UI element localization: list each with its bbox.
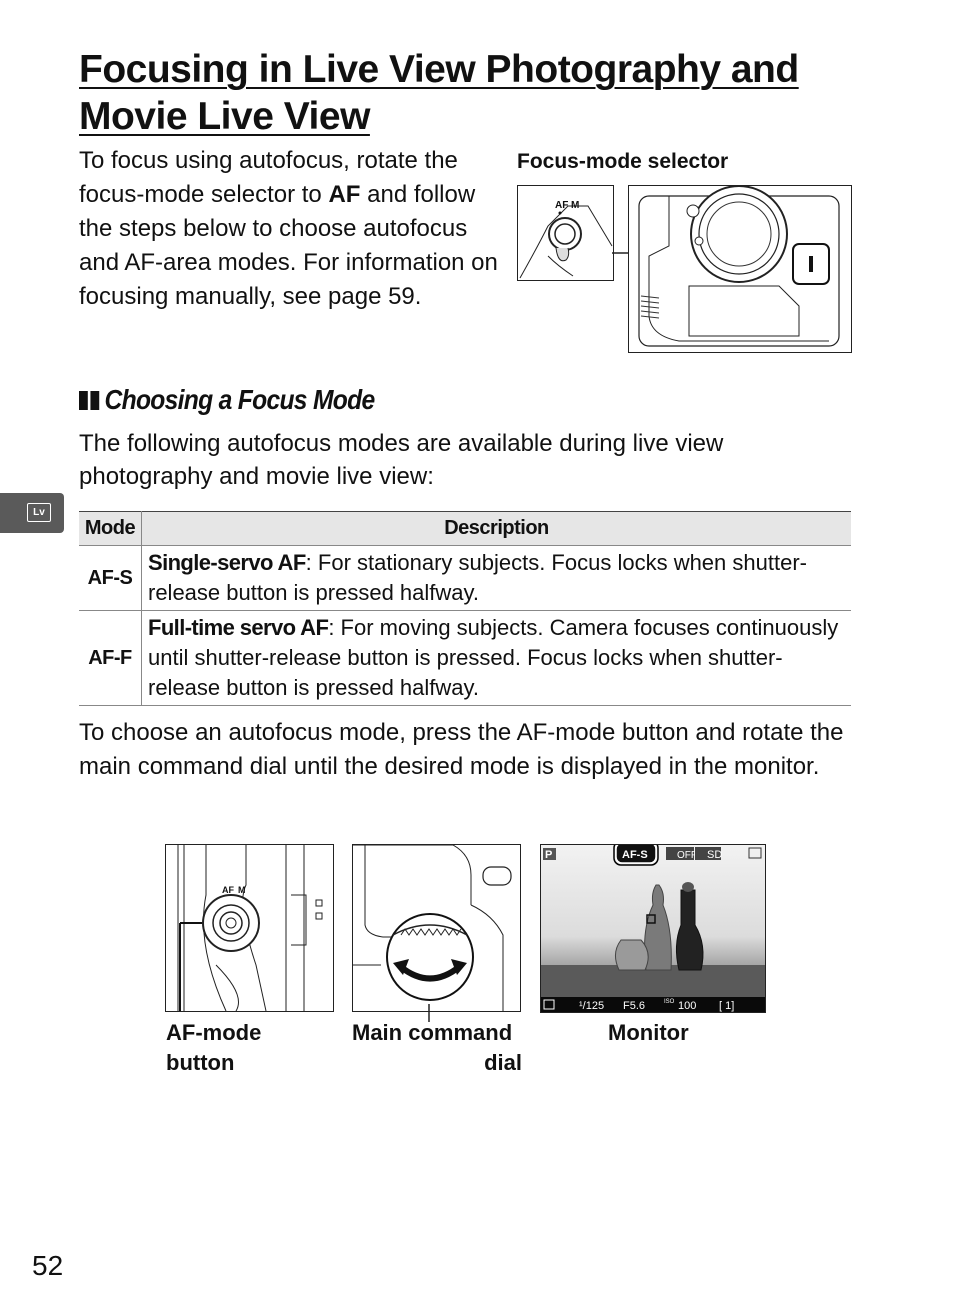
main-command-dial-illustration <box>352 844 521 1012</box>
live-view-icon: Lv <box>27 503 51 522</box>
focus-selector-closeup-illustration: AF M <box>517 185 614 281</box>
instruction-paragraph: To choose an autofocus mode, press the A… <box>79 719 844 780</box>
column-header-description: Description <box>141 511 851 546</box>
svg-text:AF-S: AF-S <box>622 849 648 861</box>
page-number: 52 <box>32 1250 64 1281</box>
af-mode-button-illustration: AF M <box>165 844 334 1012</box>
section-heading: Choosing a Focus Mode <box>79 384 375 416</box>
svg-text:[ 1]: [ 1] <box>719 1000 734 1012</box>
focus-mode-table: Mode Description AF-S Single-servo AF: F… <box>79 511 851 706</box>
monitor-caption: Monitor <box>608 1020 689 1045</box>
heading-square-icon <box>90 391 100 410</box>
dial-leader-line <box>428 1004 430 1022</box>
svg-text:AF: AF <box>555 200 568 211</box>
mode-cell: AF-F <box>79 610 142 706</box>
svg-text:M: M <box>571 200 579 211</box>
column-header-mode: Mode <box>79 511 142 546</box>
table-header-row: Mode Description <box>79 511 851 546</box>
svg-text:OFF: OFF <box>677 850 697 861</box>
page-title: Focusing in Live View Photography and Mo… <box>79 48 799 138</box>
svg-text:AF: AF <box>222 885 234 895</box>
focus-mode-selector-caption: Focus-mode selector <box>517 150 729 173</box>
intro-paragraph: To focus using autofocus, rotate the foc… <box>79 147 498 310</box>
table-row: AF-F Full-time servo AF: For moving subj… <box>79 610 851 706</box>
svg-text:100: 100 <box>678 1000 696 1012</box>
svg-text:¹/125: ¹/125 <box>579 1000 604 1012</box>
camera-front-illustration <box>628 185 852 353</box>
section-paragraph: The following autofocus modes are availa… <box>79 430 724 490</box>
heading-square-icon <box>79 391 88 410</box>
description-cell: Full-time servo AF: For moving subjects.… <box>141 610 851 706</box>
monitor-display: P AF-S OFF SD ¹/125 F5.6 ISO 100 [ 1] <box>540 844 766 1013</box>
svg-text:M: M <box>238 885 246 895</box>
svg-text:SD: SD <box>707 849 722 861</box>
af-term: AF <box>328 181 361 208</box>
mode-cell: AF-S <box>79 545 142 611</box>
svg-text:F5.6: F5.6 <box>623 1000 645 1012</box>
svg-text:P: P <box>545 849 552 861</box>
table-row: AF-S Single-servo AF: For stationary sub… <box>79 545 851 611</box>
live-view-tab-marker: Lv <box>0 493 64 533</box>
svg-text:ISO: ISO <box>664 999 675 1005</box>
description-cell: Single-servo AF: For stationary subjects… <box>141 545 851 611</box>
